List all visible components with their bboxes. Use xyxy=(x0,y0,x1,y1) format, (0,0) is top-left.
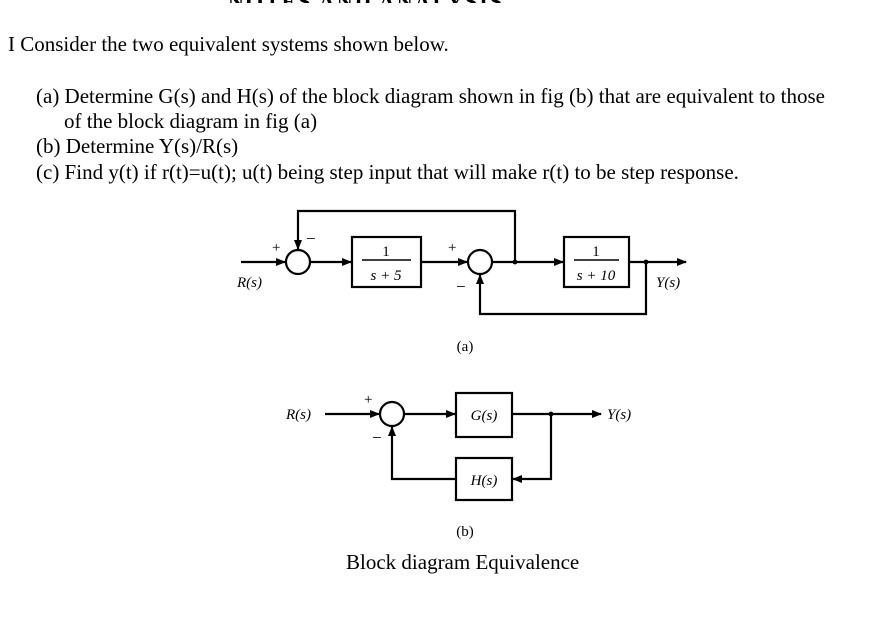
a-block-2-denominator: s + 10 xyxy=(577,268,616,284)
a-inner-feedback-path xyxy=(476,262,648,316)
a-summing-junction-1 xyxy=(284,248,312,276)
diagram-a xyxy=(241,209,687,316)
b-feedback-path-to-junction xyxy=(388,426,456,481)
a-takeoff-point-1 xyxy=(512,259,518,265)
b-minus-sign: − xyxy=(372,428,382,447)
a-outer-feedback-path xyxy=(294,209,517,262)
diagram-b-text: G(s) H(s) R(s) Y(s) + − (b) xyxy=(285,392,631,540)
a-summing-junction-2 xyxy=(466,248,494,276)
diagram-b xyxy=(325,391,602,502)
b-forward-block-label: G(s) xyxy=(471,408,498,424)
b-input-label: R(s) xyxy=(285,407,311,423)
b-feedback-path-to-block xyxy=(512,414,553,483)
question-title: I Consider the two equivalent systems sh… xyxy=(8,32,449,56)
question-part-a-line2: of the block diagram in fig (a) xyxy=(64,109,318,133)
b-summing-junction xyxy=(378,400,406,428)
b-output-label: Y(s) xyxy=(607,407,631,423)
a-sj2-minus-sign: − xyxy=(456,277,466,296)
question-part-c: (c) Find y(t) if r(t)=u(t); u(t) being s… xyxy=(36,160,739,184)
a-block-1-numerator: 1 xyxy=(382,244,390,260)
a-input-label: R(s) xyxy=(236,275,262,291)
b-takeoff-point xyxy=(548,411,554,417)
b-feedback-block-label: H(s) xyxy=(470,473,498,489)
a-output-label: Y(s) xyxy=(656,275,680,291)
question-part-a-line1: (a) Determine G(s) and H(s) of the block… xyxy=(36,84,825,108)
a-sj1-plus-sign: + xyxy=(272,240,280,256)
b-figure-label: (b) xyxy=(456,524,474,540)
a-block-2-numerator: 1 xyxy=(592,244,600,260)
figure-caption: Block diagram Equivalence xyxy=(346,550,580,574)
question-part-b: (b) Determine Y(s)/R(s) xyxy=(36,134,239,158)
diagram-a-text: 1 s + 5 1 s + 10 R(s) Y(s) + − + − (a) xyxy=(236,229,680,355)
a-takeoff-point-2 xyxy=(643,259,649,265)
b-plus-sign: + xyxy=(364,392,372,408)
a-sj2-plus-sign: + xyxy=(448,240,456,256)
a-sj1-minus-sign: − xyxy=(306,229,316,248)
a-figure-label: (a) xyxy=(457,339,474,355)
a-block-1-denominator: s + 5 xyxy=(371,268,402,284)
cropped-heading: NOTES AND ANALYSIS xyxy=(228,0,568,3)
